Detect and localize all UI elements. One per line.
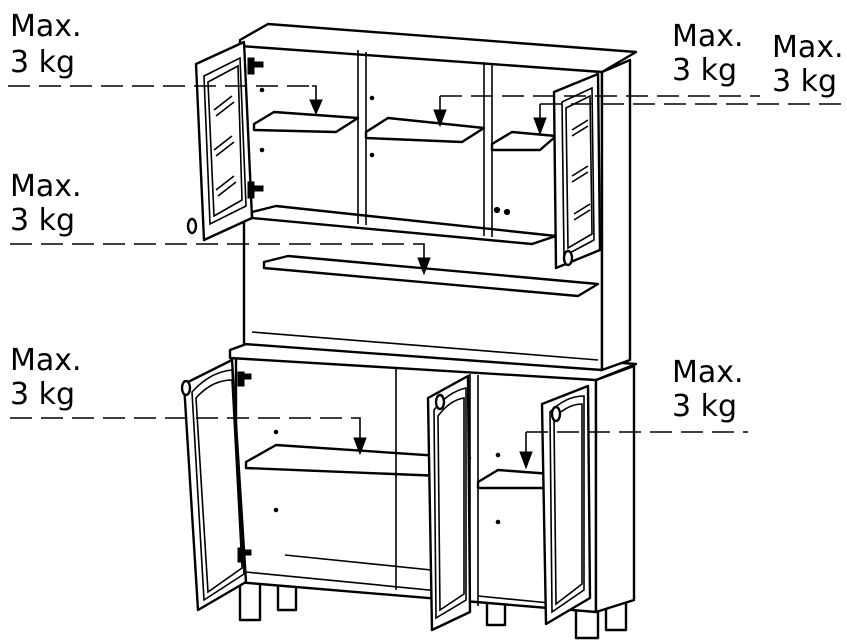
guide-lines (8, 85, 845, 433)
load-label-niche: Max. 3 kg (10, 169, 82, 238)
load-label-top-right-outer: Max. 3 kg (772, 30, 844, 99)
label-weight: 3 kg (10, 45, 75, 80)
load-label-top-left: Max. 3 kg (10, 9, 82, 80)
lower-cabinet (180, 334, 638, 640)
hutch-carcass (242, 38, 604, 372)
top-middle-shelf (364, 116, 486, 144)
arrow-top-left (309, 99, 323, 116)
load-arrows (309, 85, 547, 470)
niche-shelf (262, 254, 600, 298)
upper-hutch (186, 22, 638, 372)
top-right-shelf (490, 130, 558, 152)
arrow-lower-left (353, 437, 367, 456)
label-max: Max. (672, 355, 744, 390)
arrow-top-middle (433, 109, 447, 128)
lower-middle-door (426, 374, 472, 632)
load-label-lower-right: Max. 3 kg (672, 355, 744, 424)
label-max: Max. (10, 9, 82, 44)
arrow-top-right (533, 117, 547, 136)
label-weight: 3 kg (10, 203, 75, 238)
label-weight: 3 kg (10, 377, 75, 412)
label-max: Max. (772, 30, 844, 65)
top-left-shelf (252, 110, 360, 134)
lower-right-door (540, 384, 592, 626)
load-label-lower-left: Max. 3 kg (10, 343, 82, 412)
upper-left-door (186, 40, 264, 242)
arrow-lower-right (519, 451, 533, 470)
upper-right-door (552, 72, 602, 270)
load-label-top-right-inner: Max. 3 kg (672, 19, 744, 88)
lower-side-panel (594, 364, 636, 614)
label-max: Max. (672, 19, 744, 54)
lower-left-door (180, 358, 252, 612)
label-max: Max. (10, 343, 82, 378)
arrow-niche (417, 257, 431, 276)
label-max: Max. (10, 169, 82, 204)
label-weight: 3 kg (672, 389, 737, 424)
hutch-side-panel (600, 58, 632, 372)
label-weight: 3 kg (772, 64, 837, 99)
label-weight: 3 kg (672, 53, 737, 88)
